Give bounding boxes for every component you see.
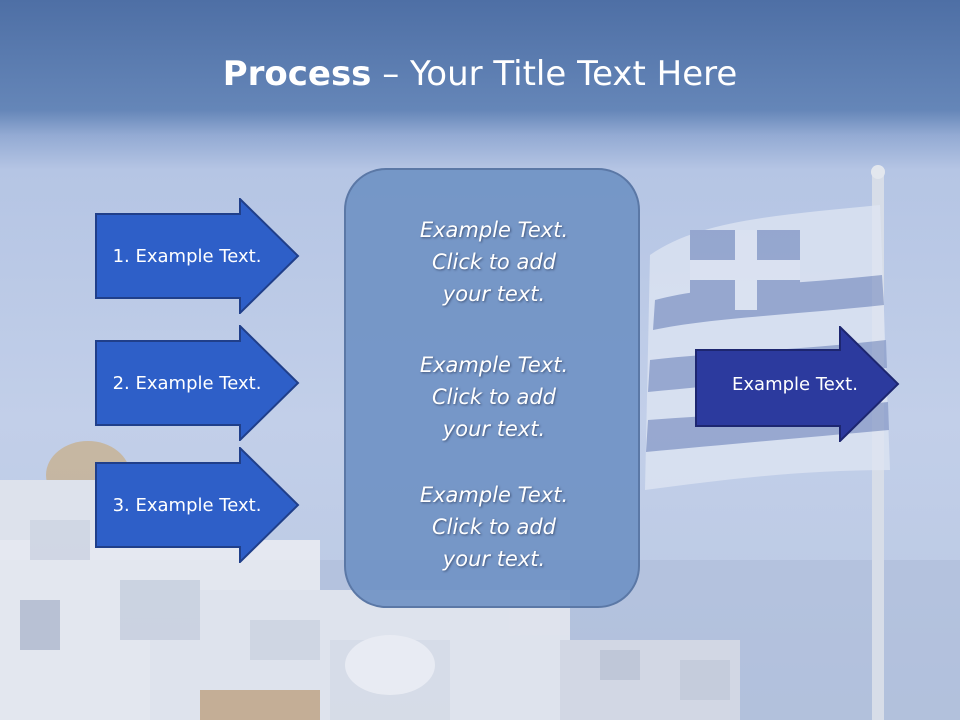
left-arrow-2[interactable]: 2. Example Text. bbox=[95, 325, 300, 441]
center-text-line: Example Text. bbox=[419, 483, 569, 507]
left-arrow-1[interactable]: 1. Example Text. bbox=[95, 198, 300, 314]
center-text-block-2: Example Text. Click to add your text. bbox=[346, 349, 642, 445]
title-rest: – Your Title Text Here bbox=[371, 54, 738, 94]
center-text-line: Example Text. bbox=[419, 218, 569, 242]
center-text-line: your text. bbox=[442, 282, 546, 306]
center-text-block-1: Example Text. Click to add your text. bbox=[346, 214, 642, 310]
slide-title: Process – Your Title Text Here bbox=[0, 52, 960, 96]
left-arrow-2-label: 2. Example Text. bbox=[112, 372, 262, 394]
right-arrow[interactable]: Example Text. bbox=[695, 326, 900, 442]
left-arrow-3-label: 3. Example Text. bbox=[112, 494, 262, 516]
center-text-line: Click to add bbox=[431, 515, 556, 539]
right-arrow-label: Example Text. bbox=[732, 373, 858, 395]
right-arrow-shape-icon bbox=[95, 198, 300, 314]
center-text-line: your text. bbox=[442, 547, 546, 571]
center-text-block-3: Example Text. Click to add your text. bbox=[346, 479, 642, 575]
center-text-box[interactable]: Example Text. Click to add your text. Ex… bbox=[344, 168, 640, 608]
right-arrow-shape-icon bbox=[695, 326, 900, 442]
center-text-line: Example Text. bbox=[419, 353, 569, 377]
center-text-line: Click to add bbox=[431, 250, 556, 274]
right-arrow-shape-icon bbox=[95, 447, 300, 563]
left-arrow-3[interactable]: 3. Example Text. bbox=[95, 447, 300, 563]
right-arrow-shape-icon bbox=[95, 325, 300, 441]
center-text-line: your text. bbox=[442, 417, 546, 441]
title-bold: Process bbox=[222, 54, 372, 94]
left-arrow-1-label: 1. Example Text. bbox=[112, 245, 262, 267]
center-text-line: Click to add bbox=[431, 385, 556, 409]
